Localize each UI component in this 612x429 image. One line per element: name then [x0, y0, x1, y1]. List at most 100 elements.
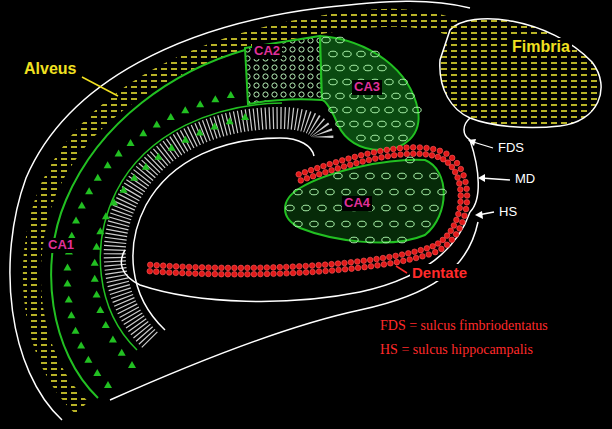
granule-cell — [335, 261, 341, 267]
granule-cell — [193, 271, 199, 277]
granule-cell — [437, 148, 443, 154]
pyramidal-cell — [91, 275, 99, 282]
granule-cell — [393, 253, 399, 259]
neuron-cell — [336, 93, 344, 99]
granule-cell — [193, 264, 199, 270]
arrowhead — [475, 211, 483, 219]
granule-cell — [298, 178, 304, 184]
neuron-cell — [350, 65, 358, 71]
neuron-cell — [329, 79, 337, 85]
lower-boundary — [110, 222, 478, 400]
neuron-cell — [343, 107, 351, 113]
pyramidal-cell — [226, 117, 234, 124]
granule-cell — [251, 271, 257, 277]
guide-path — [67, 92, 245, 385]
neuron-cell — [329, 107, 337, 113]
neuron-cell — [350, 121, 358, 127]
neuron-cell — [357, 107, 365, 113]
pyramidal-cell — [241, 113, 249, 120]
neuron-cell — [336, 37, 344, 43]
pyramidal-cell — [115, 150, 123, 157]
neuron-cell — [350, 237, 358, 243]
granule-cell — [385, 153, 391, 159]
granule-cell — [458, 187, 464, 193]
granule-cell — [180, 264, 186, 270]
neuron-cell — [422, 221, 430, 227]
neuron-cell — [366, 173, 374, 179]
granule-cell — [186, 264, 192, 270]
neuron-cell — [371, 135, 379, 141]
granule-cell — [440, 237, 446, 243]
granule-cell — [304, 176, 310, 182]
granule-cell — [429, 153, 435, 159]
neuron-cell — [390, 221, 398, 227]
granule-cell — [283, 264, 289, 270]
granule-cell — [456, 181, 462, 187]
pyramidal-cell — [130, 174, 138, 181]
granule-cell — [238, 271, 244, 277]
neuron-cell — [322, 93, 330, 99]
granule-cell — [424, 145, 430, 151]
pyramidal-cell — [120, 186, 128, 193]
granule-cell — [316, 269, 322, 275]
granule-cell — [329, 167, 335, 173]
granule-cell — [346, 156, 352, 162]
pyramidal-cell — [77, 342, 85, 349]
granule-cell — [321, 163, 327, 169]
granule-cell — [444, 233, 450, 239]
granule-cell — [277, 271, 283, 277]
granule-cell — [405, 250, 411, 256]
granule-cell — [308, 167, 314, 173]
granule-cell — [232, 271, 238, 277]
granule-cell — [225, 271, 231, 277]
neuron-cell — [422, 189, 430, 195]
neuron-cell — [334, 205, 342, 211]
granule-cell — [440, 156, 446, 162]
granule-cell — [412, 249, 418, 255]
granule-cell — [303, 263, 309, 269]
hippocampal-sulcus — [121, 212, 470, 301]
granule-cell — [430, 146, 436, 152]
granule-cell — [432, 249, 438, 255]
granule-cell — [424, 246, 430, 252]
granule-cell — [290, 264, 296, 270]
granule-cell — [454, 217, 460, 223]
neuron-cell — [358, 189, 366, 195]
pyramidal-cell — [168, 144, 176, 151]
pyramidal-cell — [63, 279, 71, 286]
granule-cell — [455, 175, 461, 181]
neuron-cell — [374, 221, 382, 227]
neuron-cell — [382, 237, 390, 243]
pyramidal-cell — [91, 259, 99, 266]
granule-cell — [153, 269, 159, 275]
granule-cell — [154, 262, 160, 268]
granule-cell — [302, 169, 308, 175]
granule-cell — [333, 159, 339, 165]
neuron-cell — [326, 189, 334, 195]
granule-cell — [449, 237, 455, 243]
granule-cell — [296, 172, 302, 178]
leader-line — [481, 178, 510, 180]
granule-cell — [323, 268, 329, 274]
pyramidal-cell — [127, 139, 135, 146]
neuron-cell — [294, 189, 302, 195]
neuron-cell — [318, 205, 326, 211]
granule-cell — [398, 152, 404, 158]
pyramidal-cell — [72, 327, 80, 334]
neuron-cell — [382, 205, 390, 211]
granule-cell — [206, 271, 212, 277]
neuron-cell — [378, 65, 386, 71]
granule-cell — [355, 265, 361, 271]
granule-cell — [147, 262, 153, 268]
granule-cell — [463, 179, 469, 185]
granule-cell — [271, 265, 277, 271]
arrowhead — [468, 139, 476, 146]
granule-cell — [388, 261, 394, 267]
granule-cell — [173, 264, 179, 270]
granule-cell — [245, 271, 251, 277]
legend-note: HS = sulcus hippocampalis — [378, 342, 535, 358]
granule-cell — [420, 254, 426, 260]
granule-cell — [445, 160, 451, 166]
structure-label: Fimbria — [510, 38, 572, 56]
granule-cell — [160, 269, 166, 275]
